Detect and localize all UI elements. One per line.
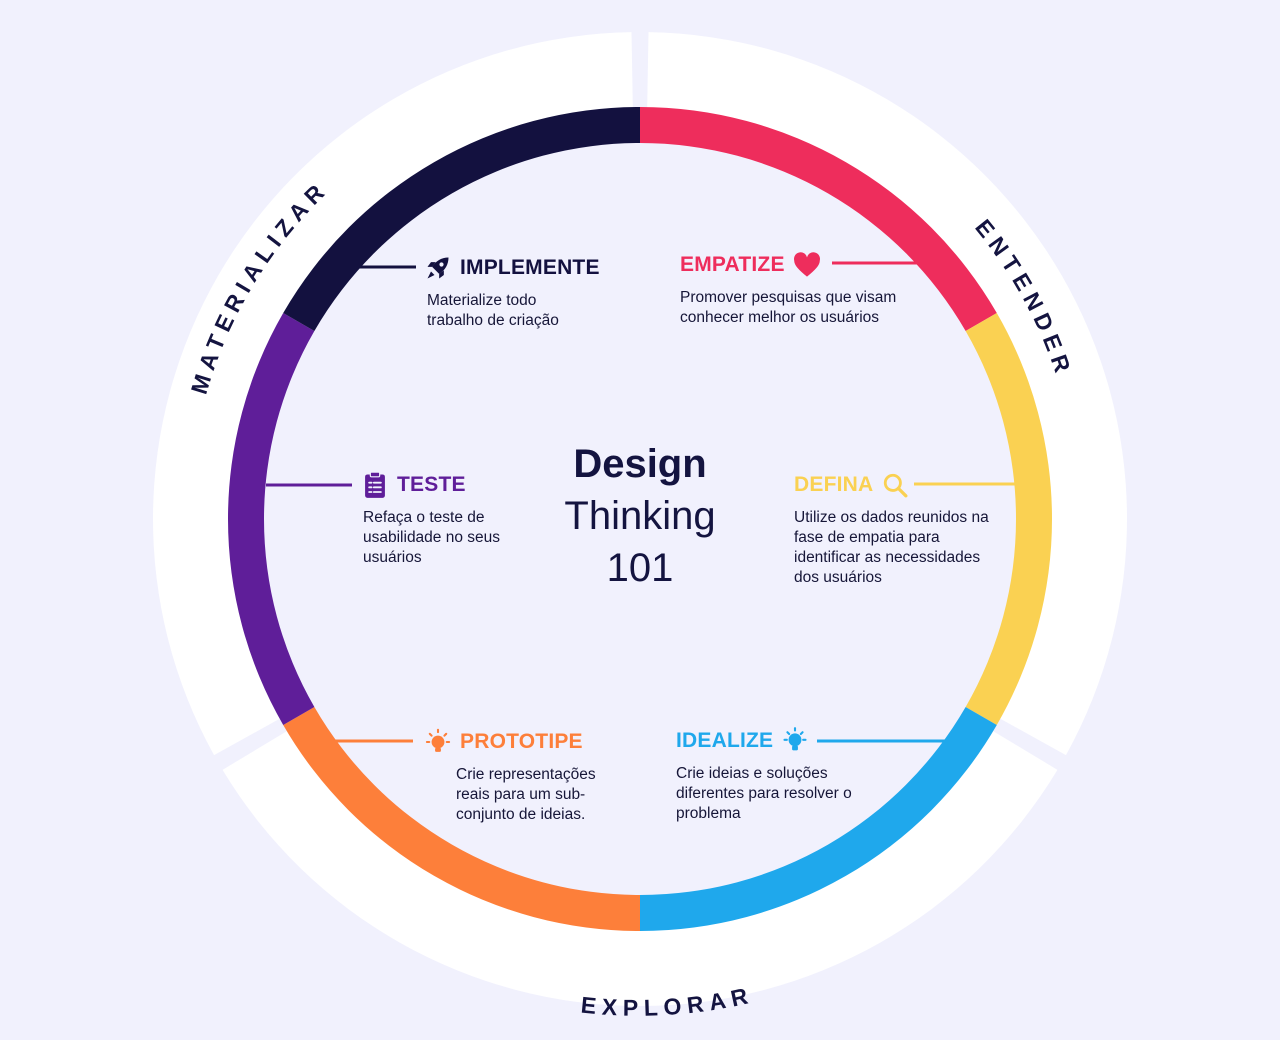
outer-phase-ring xyxy=(152,32,1128,1006)
outer-arc-materializar xyxy=(152,32,633,756)
bulb-idea-icon xyxy=(424,728,452,756)
rocket-icon xyxy=(424,254,452,282)
step-desc-empatize: Promover pesquisas que visam conhecer me… xyxy=(680,289,897,326)
magnifier-icon xyxy=(881,471,909,499)
center-title-101: 101 xyxy=(606,546,674,590)
step-prototipe: PROTOTIPE Crie representações reais para… xyxy=(424,727,626,825)
step-desc-prototipe: Crie representações reais para um sub-co… xyxy=(456,766,596,823)
step-title-prototipe: PROTOTIPE xyxy=(460,730,583,753)
step-title-defina: DEFINA xyxy=(794,473,874,496)
ring-segment-teste xyxy=(228,313,315,725)
lightbulb-icon xyxy=(781,727,809,755)
ring-segment-empatize xyxy=(640,107,997,331)
ring-segment-implemente xyxy=(283,107,640,331)
inner-disc xyxy=(265,144,1015,894)
color-ring xyxy=(228,107,1052,931)
step-desc-idealize: Crie ideias e soluções diferentes para r… xyxy=(676,765,852,822)
connector-lines xyxy=(266,261,1016,743)
step-desc-teste: Refaça o teste de usabilidade no seus us… xyxy=(363,509,501,566)
step-title-implemente: IMPLEMENTE xyxy=(460,256,600,279)
heart-icon xyxy=(793,251,821,279)
step-title-idealize: IDEALIZE xyxy=(676,729,774,752)
step-empatize: EMPATIZE Promover pesquisas que visam co… xyxy=(680,250,920,328)
ring-segment-defina xyxy=(965,313,1052,725)
ring-segment-idealize xyxy=(640,707,997,931)
step-idealize: IDEALIZE Crie ideias e soluções diferent… xyxy=(676,726,876,824)
center-title-design: Design xyxy=(573,442,707,486)
step-desc-implemente: Materialize todo trabalho de criação xyxy=(427,292,559,329)
step-title-empatize: EMPATIZE xyxy=(680,253,785,276)
outer-arc-explorar xyxy=(222,730,1058,1006)
center-title-thinking: Thinking xyxy=(564,494,716,538)
step-title-teste: TESTE xyxy=(397,473,466,496)
step-defina: DEFINA Utilize os dados reunidos na fase… xyxy=(794,470,1004,588)
step-implemente: IMPLEMENTE Materialize todo trabalho de … xyxy=(424,253,600,331)
step-teste: TESTE Refaça o teste de usabilidade no s… xyxy=(361,470,523,568)
clipboard-icon xyxy=(361,471,389,499)
step-desc-defina: Utilize os dados reunidos na fase de emp… xyxy=(794,509,989,586)
ring-segment-prototipe xyxy=(283,707,640,931)
outer-arc-entender xyxy=(647,32,1128,756)
